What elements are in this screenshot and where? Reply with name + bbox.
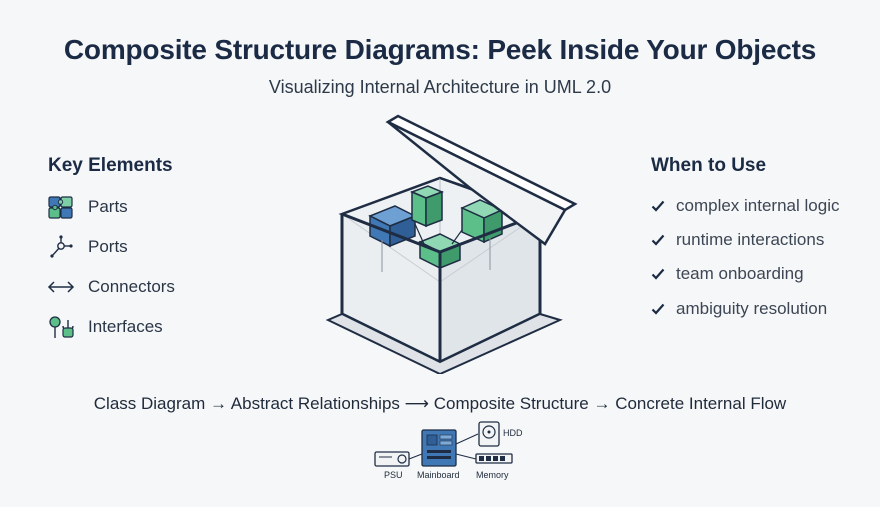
- use-case-item: runtime interactions: [651, 230, 824, 250]
- key-element-label: Connectors: [88, 277, 175, 296]
- use-case-label: team onboarding: [676, 264, 804, 283]
- checkmark-icon: [651, 200, 665, 212]
- memory-label: Memory: [476, 470, 509, 480]
- key-elements-heading: Key Elements: [48, 155, 173, 176]
- hardware-example: PSU Mainboard Memory HDD: [372, 420, 523, 484]
- puzzle-icon: [46, 194, 76, 220]
- use-case-label: ambiguity resolution: [676, 299, 828, 318]
- key-element-interfaces: Interfaces: [46, 314, 163, 340]
- memory-icon: [475, 453, 513, 464]
- psu-label: PSU: [384, 470, 403, 480]
- mainboard-icon: [421, 429, 457, 467]
- flow-step-composite: Composite Structure: [433, 394, 589, 413]
- checkmark-icon: [651, 268, 665, 280]
- use-case-label: runtime interactions: [676, 230, 825, 249]
- open-box-illustration: [325, 114, 578, 374]
- use-case-item: complex internal logic: [651, 196, 839, 216]
- key-element-label: Ports: [88, 237, 128, 256]
- part-tower-block: [409, 185, 445, 228]
- key-element-parts: Parts: [46, 194, 128, 220]
- use-case-item: team onboarding: [651, 264, 804, 284]
- when-to-use-heading: When to Use: [651, 155, 767, 176]
- part-green-block-right: [460, 199, 504, 244]
- mainboard-label: Mainboard: [417, 470, 460, 480]
- flow-step-abstract: Abstract Relationships: [230, 394, 400, 413]
- lollipop-socket-icon: [46, 314, 76, 340]
- arrow-icon: →: [209, 394, 227, 413]
- page-subtitle: Visualizing Internal Architecture in UML…: [268, 77, 612, 97]
- port-node-icon: [46, 234, 76, 260]
- arrow-icon: →: [593, 394, 611, 413]
- key-element-label: Parts: [88, 197, 128, 216]
- use-case-item: ambiguity resolution: [651, 299, 827, 319]
- hdd-label: HDD: [503, 428, 523, 438]
- use-case-label: complex internal logic: [676, 196, 840, 215]
- flow-step-class-diagram: Class Diagram: [93, 394, 206, 413]
- key-element-label: Interfaces: [88, 317, 163, 336]
- page-title: Composite Structure Diagrams: Peek Insid…: [63, 34, 817, 65]
- key-element-ports: Ports: [46, 234, 128, 260]
- key-element-connectors: Connectors: [46, 274, 175, 300]
- flow-step-concrete: Concrete Internal Flow: [615, 394, 787, 413]
- long-arrow-icon: ⟶: [404, 394, 430, 413]
- checkmark-icon: [651, 303, 665, 315]
- psu-icon: [374, 451, 410, 467]
- checkmark-icon: [651, 234, 665, 246]
- abstraction-flow: Class Diagram → Abstract Relationships ⟶…: [0, 394, 880, 414]
- hdd-icon: [478, 421, 500, 447]
- double-arrow-icon: [46, 274, 76, 300]
